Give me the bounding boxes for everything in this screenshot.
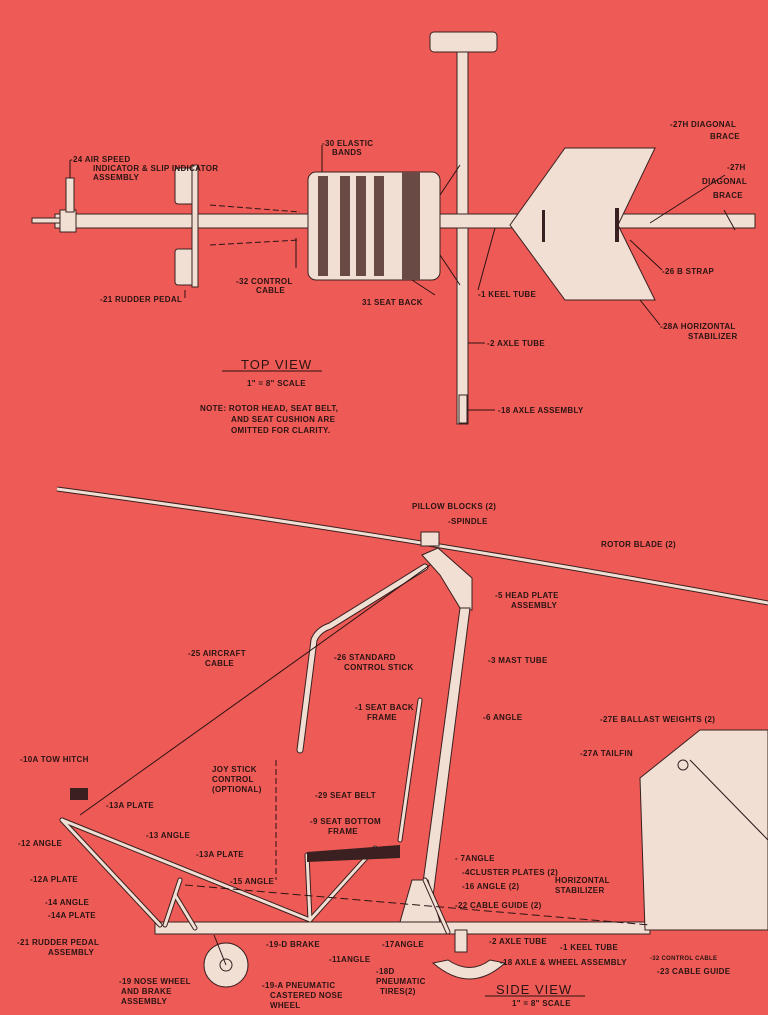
nose-fitting	[59, 209, 77, 233]
label-axle-wheel: -18 AXLE & WHEEL ASSEMBLY	[500, 958, 627, 967]
label-plate-14a: -14A PLATE	[48, 911, 96, 920]
tow-hitch-top	[31, 217, 61, 224]
label-control-stick: -26 STANDARD CONTROL STICK	[334, 653, 414, 672]
seat-bottom-frame	[307, 845, 400, 862]
side-view-title: SIDE VIEW	[496, 982, 572, 997]
label-head-plate: -5 HEAD PLATE ASSEMBLY	[495, 591, 561, 610]
tailfin	[639, 729, 768, 931]
label-seat-back: 31 SEAT BACK	[362, 298, 423, 307]
label-horizontal-stabilizer: -28A HORIZONTAL STABILIZER	[660, 322, 738, 341]
label-diagonal-brace-2: -27H DIAGONAL BRACE	[702, 163, 749, 200]
label-angle-6: -6 ANGLE	[483, 713, 523, 722]
label-angle-15: -15 ANGLE	[230, 877, 275, 886]
label-axle-assembly: -18 AXLE ASSEMBLY	[498, 406, 584, 415]
top-view-drawing	[31, 31, 756, 425]
label-nose-wheel: -19 NOSE WHEEL AND BRAKE ASSEMBLY	[119, 977, 193, 1006]
label-tailfin: -27A TAILFIN	[580, 749, 633, 758]
top-view-labels: -24 AIR SPEED INDICATOR & SLIP INDICATOR…	[70, 120, 749, 435]
label-cable-guide-22: -22 CABLE GUIDE (2)	[455, 901, 542, 910]
ballast-weight	[677, 759, 689, 771]
label-control-cable-side: -32 CONTROL CABLE	[650, 956, 717, 962]
elastic-bands	[318, 172, 420, 280]
tow-hitch-plate	[70, 788, 88, 800]
label-angle-17: -17ANGLE	[382, 940, 424, 949]
top-view-scale: 1" = 8" SCALE	[247, 379, 306, 388]
axle-assembly-top	[458, 394, 468, 424]
label-seat-bottom: -9 SEAT BOTTOM FRAME	[310, 817, 384, 836]
label-rudder-assembly: -21 RUDDER PEDAL ASSEMBLY	[17, 938, 102, 957]
label-elastic-bands: -30 ELASTIC BANDS	[322, 139, 376, 157]
label-axle-tube-side: -2 AXLE TUBE	[489, 937, 547, 946]
label-strap: -26 B STRAP	[662, 267, 715, 276]
label-aircraft-cable: -25 AIRCRAFT CABLE	[188, 649, 249, 668]
label-angle-7: - 7ANGLE	[455, 854, 495, 863]
side-view-scale: 1" = 8" SCALE	[512, 999, 571, 1008]
axle-tube-top	[456, 51, 469, 425]
label-cable-guide-23: -23 CABLE GUIDE	[657, 967, 731, 976]
head-plate	[421, 547, 473, 611]
label-pillow-blocks: PILLOW BLOCKS (2)	[412, 502, 496, 511]
label-spindle: -SPINDLE	[448, 517, 488, 526]
label-mast-tube: -3 MAST TUBE	[488, 656, 548, 665]
rotor-blade	[56, 487, 768, 605]
label-keel-tube: -1 KEEL TUBE	[478, 290, 536, 299]
aircraft-cable	[79, 564, 431, 816]
label-tow-hitch: -10A TOW HITCH	[20, 755, 89, 764]
label-angle-14: -14 ANGLE	[45, 898, 90, 907]
label-axle-tube: -2 AXLE TUBE	[487, 339, 545, 348]
label-angle-12: -12 ANGLE	[18, 839, 63, 848]
label-rudder-pedal: -21 RUDDER PEDAL	[100, 295, 182, 304]
label-control-cable: -32 CONTROL CABLE	[236, 277, 295, 295]
label-airspeed: -24 AIR SPEED INDICATOR & SLIP INDICATOR…	[70, 155, 221, 182]
pedal-bar	[191, 164, 199, 288]
label-plate-13a-1: -13A PLATE	[106, 801, 154, 810]
label-seat-back-frame: -1 SEAT BACK FRAME	[355, 703, 417, 722]
label-angle-11: -11ANGLE	[329, 955, 371, 964]
label-plate-12a: -12A PLATE	[30, 875, 78, 884]
label-cluster-plates: -4CLUSTER PLATES (2)	[462, 868, 558, 877]
top-view-note: NOTE: ROTOR HEAD, SEAT BELT, AND SEAT CU…	[200, 404, 341, 435]
label-angle-13: -13 ANGLE	[146, 831, 191, 840]
label-horizontal-stabilizer-side: HORIZONTAL STABILIZER	[555, 876, 612, 895]
control-stick	[297, 564, 428, 753]
keel-tube-side	[154, 921, 651, 935]
label-plate-13a-2: -13A PLATE	[196, 850, 244, 859]
label-brake: -19-D BRAKE	[266, 940, 320, 949]
rotor-head-cap	[429, 31, 498, 53]
spindle	[420, 531, 440, 547]
side-view-drawing	[56, 486, 768, 997]
side-view-labels: PILLOW BLOCKS (2) -SPINDLE ROTOR BLADE (…	[17, 502, 731, 1010]
label-ballast: -27E BALLAST WEIGHTS (2)	[600, 715, 715, 724]
label-castered-wheel: -19-A PNEUMATIC CASTERED NOSE WHEEL	[262, 981, 345, 1010]
airspeed-indicator	[65, 177, 75, 213]
pneumatic-tire	[431, 959, 507, 980]
label-joy-stick: JOY STICK CONTROL (OPTIONAL)	[212, 765, 262, 794]
top-view-title: TOP VIEW	[241, 357, 312, 372]
axle-wheel	[454, 929, 468, 953]
label-angle-16: -16 ANGLE (2)	[462, 882, 519, 891]
label-diagonal-brace-1: -27H DIAGONAL BRACE	[670, 120, 740, 141]
label-tires: -18D PNEUMATIC TIRES(2)	[376, 967, 428, 996]
label-keel-tube-side: -1 KEEL TUBE	[560, 943, 618, 952]
label-rotor-blade: ROTOR BLADE (2)	[601, 540, 676, 549]
label-seat-belt: -29 SEAT BELT	[315, 791, 376, 800]
